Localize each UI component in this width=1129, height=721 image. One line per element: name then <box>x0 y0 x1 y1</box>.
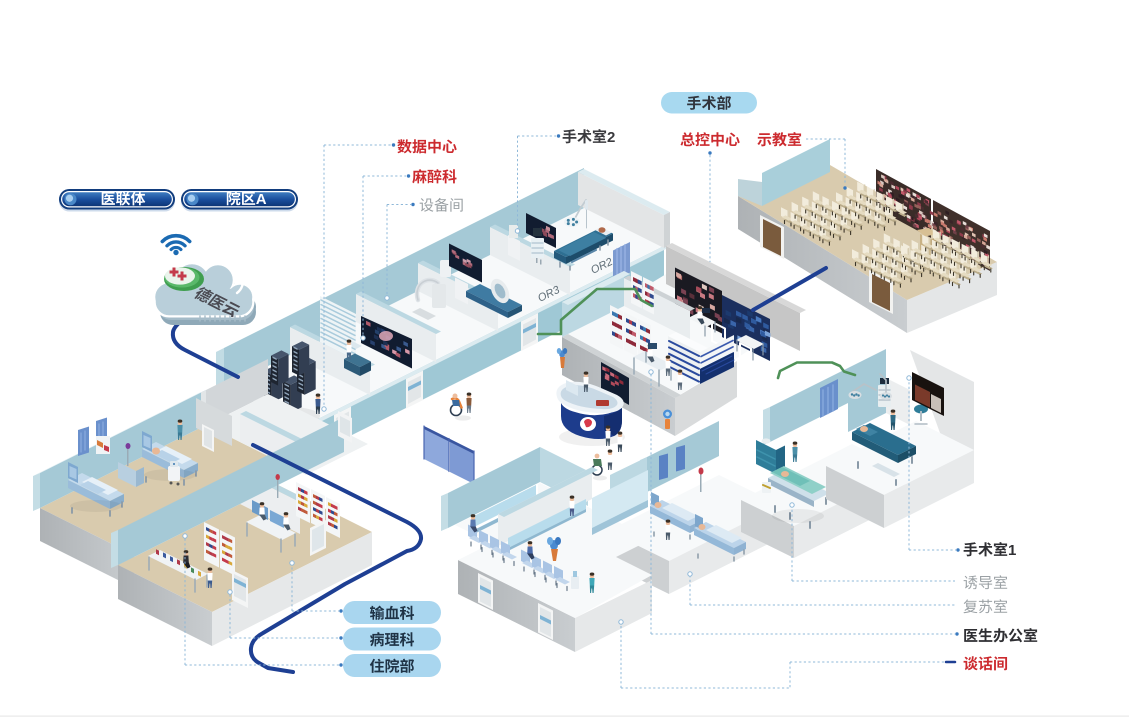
svg-text:1: 1 <box>1008 542 1016 559</box>
svg-text:A: A <box>256 191 267 208</box>
svg-text:2: 2 <box>607 129 615 146</box>
